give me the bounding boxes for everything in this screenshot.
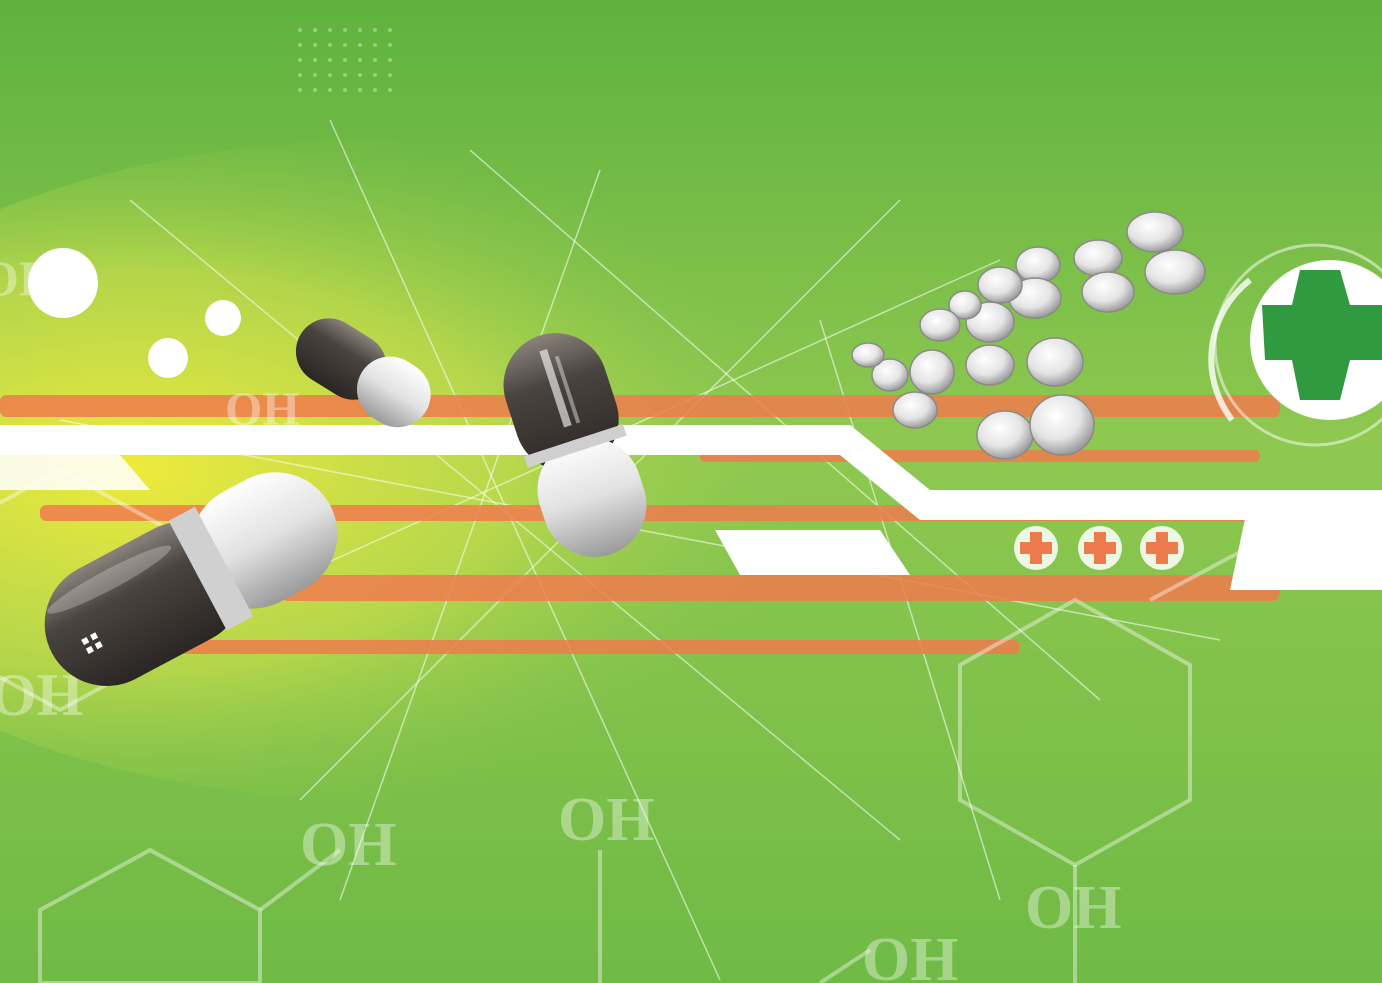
decor-circles xyxy=(28,248,241,378)
halftone-dots xyxy=(298,28,392,92)
oh-label: OH xyxy=(1025,874,1121,942)
oh-labels: OH OH OH OH OH OH OH xyxy=(0,250,1121,983)
medical-cross-icon xyxy=(1208,243,1382,447)
plus-icon xyxy=(1078,526,1122,570)
plus-icon xyxy=(1014,526,1058,570)
orange-streaks xyxy=(0,395,1280,654)
white-stripes xyxy=(0,425,1382,590)
oh-label: OH xyxy=(300,811,396,879)
oh-label: OH xyxy=(225,383,300,436)
plus-icons-row xyxy=(1014,526,1184,570)
pill-cluster xyxy=(851,211,1206,460)
oh-label: OH xyxy=(558,786,654,854)
capsule-standing xyxy=(503,333,647,557)
capsule-large xyxy=(44,472,338,686)
oh-label: OH xyxy=(862,926,958,983)
capsule-small xyxy=(295,318,431,428)
yellow-glow xyxy=(0,140,1000,800)
oh-label: OH xyxy=(0,250,58,306)
plus-icon xyxy=(1140,526,1184,570)
